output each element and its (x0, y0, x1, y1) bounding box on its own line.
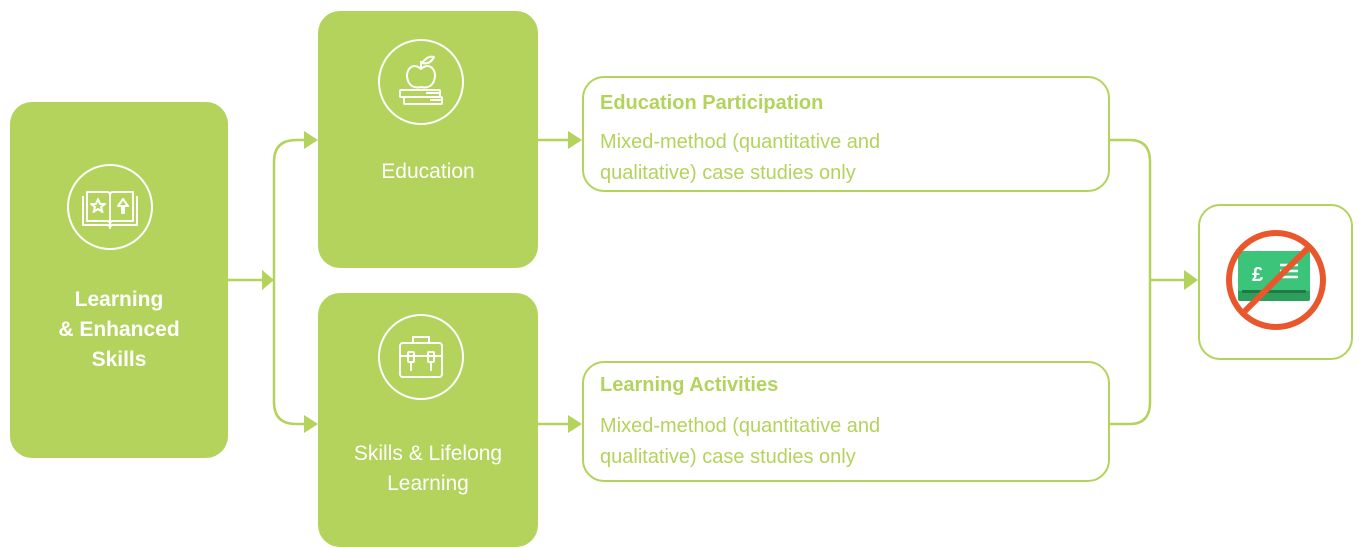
outcome-box: £ (1198, 204, 1353, 360)
education-label: Education (381, 160, 475, 183)
learning-activities-card: Learning Activities Mixed-method (quanti… (582, 361, 1110, 482)
arrow-head (568, 131, 582, 149)
education-participation-card: Education Participation Mixed-method (qu… (582, 76, 1110, 192)
no-money-icon: £ (1226, 230, 1326, 330)
card-body: Mixed-method (quantitative and qualitati… (600, 415, 881, 468)
education-box: Education (318, 11, 538, 268)
source-label: Learning & Enhanced Skills (58, 288, 180, 371)
skills-label: Skills & Lifelong Learning (353, 442, 503, 495)
book-icon (67, 164, 153, 250)
arrow-head (304, 415, 318, 433)
arrow-head (262, 270, 274, 290)
card-body: Mixed-method (quantitative and qualitati… (600, 131, 881, 184)
card-title: Education Participation (600, 92, 824, 114)
arrow-head (304, 131, 318, 149)
skills-box: Skills & Lifelong Learning (318, 293, 538, 547)
source-box: Learning & Enhanced Skills (10, 102, 228, 458)
arrow-head (1184, 270, 1198, 290)
apple-on-books-icon (378, 39, 464, 125)
card-title: Learning Activities (600, 374, 779, 396)
currency-symbol: £ (1252, 264, 1263, 286)
briefcase-icon (378, 314, 464, 400)
arrow-head (568, 415, 582, 433)
